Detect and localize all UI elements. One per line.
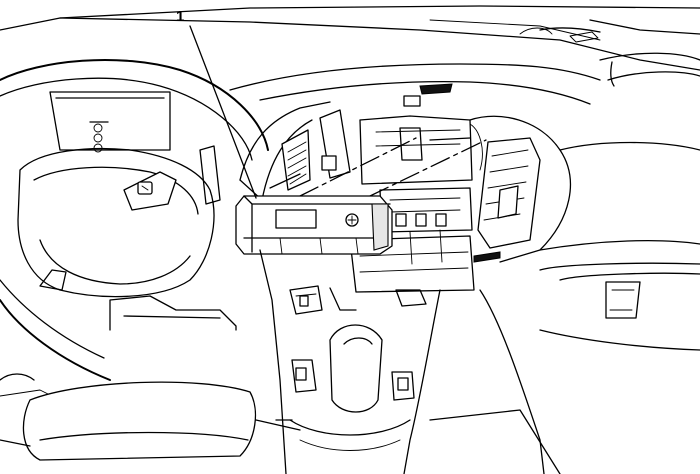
radio-cavity [319,109,483,293]
callout-1-label: 1 [176,8,185,25]
left-lower-dash [0,295,237,401]
center-stack-bezel [239,101,331,201]
steering-wheel [0,59,269,381]
passenger-dashboard [469,115,700,474]
center-console [259,249,441,474]
upper-dashboard [229,27,601,107]
radio-module [235,195,393,255]
right-pillar [599,52,700,87]
windshield-trim [0,5,700,71]
removal-direction-lines [269,137,487,197]
instrument-cluster [49,91,221,205]
lower-foreground [0,381,561,474]
callout-leader [189,25,257,199]
